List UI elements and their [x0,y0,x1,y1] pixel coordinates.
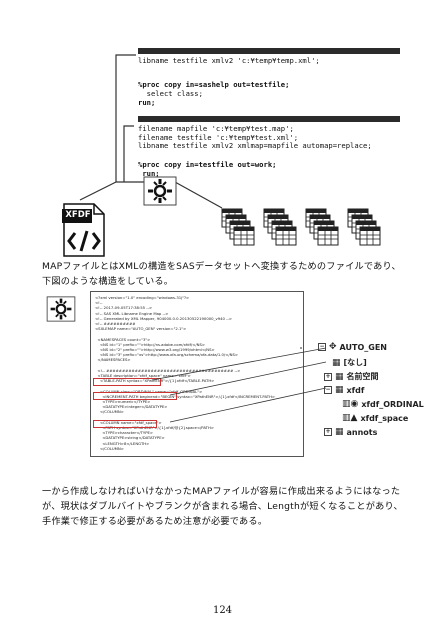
xml-line: </NAMESPACES> [95,357,131,363]
xml-line: <!-- 2017-09-05T17:38:55 --> [95,305,153,311]
code-block-3: filename mapfile 'c:¥temp¥test.map'; fil… [138,116,400,142]
xml-line: <?xml version="1.0" encoding="windows-31… [95,295,190,300]
column-icon: ▥◉ [342,399,359,409]
highlight-bar [138,116,400,122]
tree-item[interactable]: + ▦ annots [324,427,377,437]
paragraph-intro: MAPファイルとはXMLの構造をSASデータセットへ変換するためのファイルであり… [42,261,401,287]
xml-line: </COLUMN> [95,409,124,415]
code-line: filename testfile 'c:¥temp¥test.xml'; [138,133,299,142]
xml-line: <!-- ###################################… [95,367,241,373]
tree-item[interactable]: − ▦ xfdf [324,385,364,395]
expand-icon[interactable]: + [324,428,332,436]
tree-item[interactable]: ▦ [なし] [332,357,367,368]
map-gear-icon [46,296,76,322]
paragraph-note: 一から作成しなければいけなかったMAPファイルが容易に作成出来るようにはなったが… [42,486,403,527]
highlight-bar [138,48,400,54]
code-line: libname testfile xmlv2 'c:¥temp¥temp.xml… [138,56,320,65]
code-line: run; [138,169,160,178]
code-block-2: %proc copy in=sashelp out=testfile; sele… [138,80,400,107]
dataset-icon [221,208,255,246]
page-number: 124 [212,605,233,616]
table-highlight-frame [93,378,161,386]
tree-item[interactable]: ▥▲ xfdf_space [342,413,408,423]
tree-item-label: annots [346,427,378,437]
tree-item-label: xfdf_space [360,413,409,423]
xml-line: <NS id="3" prefix="xs">http://www.xfa.or… [95,352,239,358]
code-line: filename mapfile 'c:¥temp¥test.map'; [138,124,294,133]
tree-item-label: xfdf [346,385,365,395]
table-icon: ▦ [335,385,344,395]
flow-connectors [79,54,223,209]
code-line: libname testfile xmlv2 xmlmap=mapfile au… [138,141,372,150]
dataset-icon [305,208,339,246]
gear-small-icon: ✥ [329,342,337,352]
expand-icon[interactable]: + [324,372,332,381]
tree-item-label: xfdf_ORDINAL [361,399,424,409]
code-block-4: libname testfile xmlv2 xmlmap=mapfile au… [138,141,408,150]
dataset-icons [220,203,390,249]
tree-root-label: AUTO_GEN [339,342,387,352]
dataset-icon [347,208,381,246]
xml-line: <!-- ########## [95,321,136,327]
tree-item[interactable]: + ▦ 名前空間 [324,371,379,382]
xml-line: <DATATYPE>integer</DATATYPE> [95,404,168,410]
xfdf-label: XFDF [65,210,91,220]
namespace-icon: ▦ [335,371,344,382]
dataset-icon [263,208,297,246]
collapse-icon[interactable]: − [318,343,326,351]
xml-line: <NAMESPACES count="3"> [95,336,151,342]
map-gear-icon [143,176,177,206]
xml-line: <TYPE>numeric</TYPE> [95,399,151,405]
xml-line: <COLUMN name="xfdf_space"> [95,419,162,425]
map-tree-view: − ✥ AUTO_GEN ▦ [なし] + ▦ 名前空間 − ▦ xfdf ▥◉… [318,340,428,460]
code-line: select class; [138,89,203,98]
xml-line: <!-- [95,300,103,306]
xml-line: <COLUMN class="ORDINAL" name="xfdf_ORDIN… [95,388,203,394]
code-line: %proc copy in=sashelp out=testfile; [138,80,290,89]
collapse-icon[interactable]: − [324,386,332,394]
xml-line: <TYPE>character</TYPE> [95,430,154,436]
xfdf-file-icon: XFDF [62,203,106,257]
xml-line: <NS id="2" prefix="">http://www.w3.org/1… [95,347,215,353]
code-line: %proc copy in=testfile out=work; [138,160,277,169]
xml-line: <INCREMENT-PATH beginend="BEGIN" syntax=… [95,393,276,399]
xml-line: <SXLEMAP name="AUTO_GEN" version="2.1"> [95,326,187,332]
xml-line: <LENGTH>8</LENGTH> [95,440,150,446]
xml-line: <!-- SAS XML Libname Engine Map --> [95,310,169,316]
tree-item-label: 名前空間 [346,372,379,381]
xml-line: <DATATYPE>string</DATATYPE> [95,435,165,441]
xml-line: </TABLE> [95,456,299,457]
xml-line: <NS id="1" prefix="">http://ns.adobe.com… [95,341,206,347]
xml-line: <!-- Generated by XML Mapper, 904000.0.0… [95,315,233,321]
tree-item[interactable]: ▥◉ xfdf_ORDINAL [342,399,424,409]
column-icon: ▥▲ [342,413,358,423]
tree-root[interactable]: − ✥ AUTO_GEN [318,342,387,352]
column-highlight-frame [93,392,177,400]
xml-line: </COLUMN> [95,445,124,451]
code-block-5: %proc copy in=testfile out=work; run; [138,160,400,178]
xml-line: <TABLE-PATH syntax="XPathENR">/{1}xfdf</… [95,378,215,384]
code-line: run; [138,98,156,107]
tree-connector [151,347,327,423]
table-icon: ▦ [332,357,341,368]
tree-item-label: [なし] [343,358,367,367]
column-highlight-frame [93,420,157,428]
table-icon: ▦ [335,427,344,437]
code-block-1: libname testfile xmlv2 'c:¥temp¥temp.xml… [138,48,400,65]
